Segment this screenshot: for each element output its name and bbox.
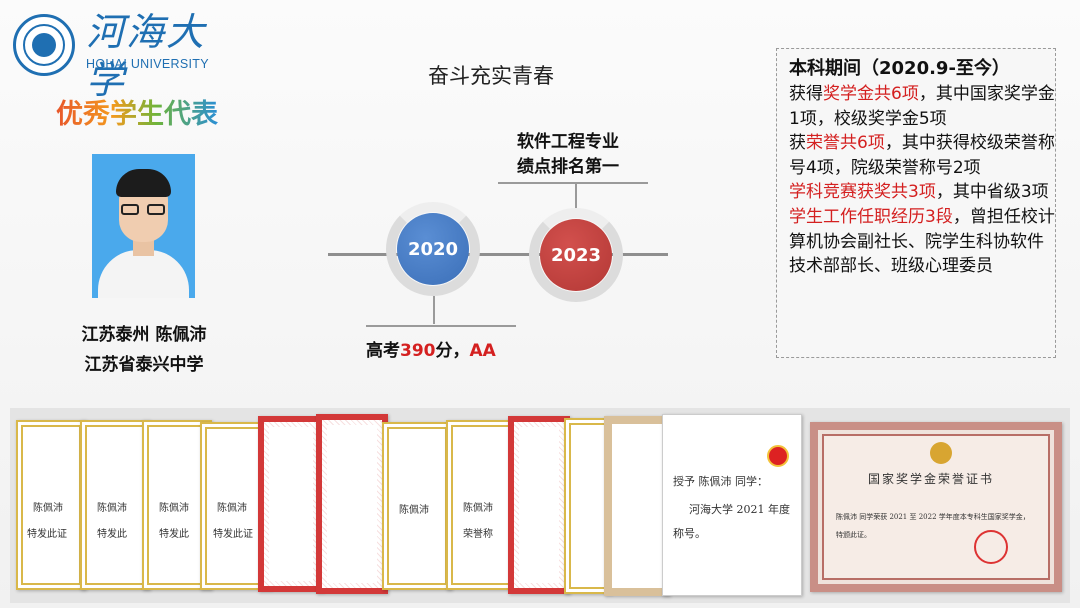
certificate-card: 陈佩沛 特发此 — [80, 420, 150, 590]
certificate-card: 陈佩沛 — [382, 422, 452, 590]
student-school-line: 江苏省泰兴中学 — [84, 355, 204, 375]
student-photo — [92, 154, 195, 298]
timeline-annotation-2023: 软件工程专业 绩点排名第一 — [517, 132, 619, 177]
student-name-line: 江苏泰州 陈佩沛 — [81, 325, 207, 345]
timeline-connector-2023 — [575, 183, 577, 209]
certificate-card — [604, 416, 670, 596]
achievements-box: 本科期间（2020.9-至今） 获得奖学金共6项，其中国家奖学金1项，校级奖学金… — [776, 48, 1056, 358]
certificate-card — [508, 416, 570, 594]
university-name-en: HOHAI UNIVERSITY — [86, 57, 209, 71]
certificate-card-honor: 授予 陈佩沛 同学： 河海大学 2021 年度 称号。 — [662, 414, 802, 596]
timeline-ring-2023 — [529, 208, 623, 302]
timeline-ring-2020 — [386, 202, 480, 296]
achievements-heading: 本科期间（2020.9-至今） — [789, 58, 1010, 79]
national-scholarship-certificate: 国家奖学金荣誉证书 陈佩沛 同学荣获 2021 至 2022 学年度本专科生国家… — [810, 422, 1062, 592]
certificate-card — [258, 416, 324, 592]
badge-icon — [767, 445, 789, 467]
certificate-card: 陈佩沛 荣誉称 — [446, 420, 516, 590]
timeline-connector-2020 — [433, 296, 435, 324]
timeline-node-2020: 2020 — [397, 213, 469, 285]
certificates-gallery: 陈佩沛 特发此证 陈佩沛 特发此 陈佩沛 特发此 陈佩沛 特发此证 陈佩沛 陈佩… — [10, 408, 1070, 603]
timeline-annotation-rule — [498, 182, 648, 184]
timeline-annotation-rule-bottom — [366, 325, 516, 327]
certificate-card: 陈佩沛 特发此证 — [16, 420, 86, 590]
timeline-axis — [328, 253, 668, 256]
certificate-card — [316, 414, 388, 594]
slogan-title: 奋斗充实青春 — [428, 64, 554, 88]
red-stamp-icon — [974, 530, 1008, 564]
timeline-annotation-2020: 高考390分，AA — [366, 341, 496, 361]
national-emblem-icon — [930, 442, 952, 464]
section-title: 优秀学生代表 — [56, 92, 218, 131]
university-seal-logo — [13, 14, 75, 76]
achievements-text: 获得奖学金共6项，其中国家奖学金1项，校级奖学金5项 获荣誉共6项，其中获得校级… — [789, 84, 1055, 277]
university-name-cn: 河海大学 — [86, 10, 207, 102]
timeline-node-2023: 2023 — [540, 219, 612, 291]
